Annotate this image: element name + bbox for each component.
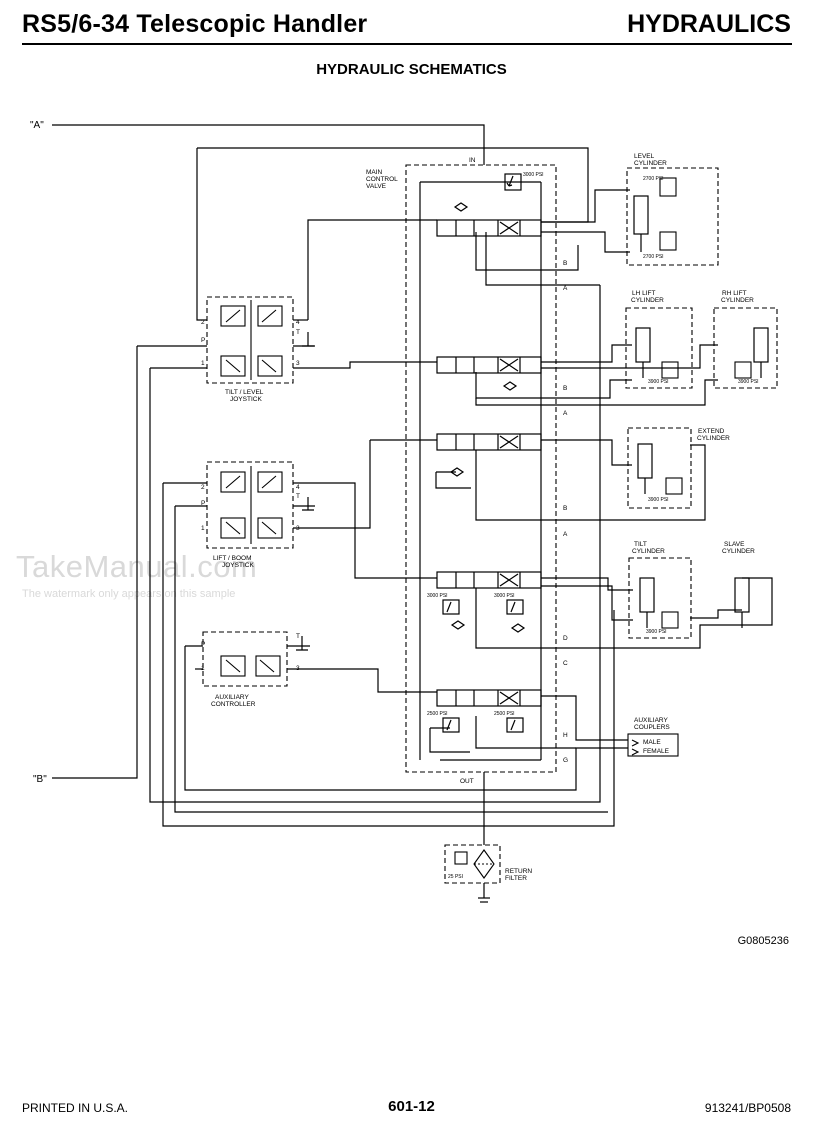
hydraulic-lines (52, 124, 773, 903)
level-valve-label-1: 2700 PSI (643, 176, 664, 182)
page-number: 601-12 (388, 1098, 435, 1115)
section-relief-label-4: 2500 PSI (494, 711, 515, 717)
spool-section-1 (436, 219, 542, 237)
aux-controller-port-3: 3 (296, 665, 300, 672)
rh-lift-label-1: RH LIFT (722, 290, 747, 297)
return-filter-bypass-label: 25 PSI (448, 874, 463, 880)
lh-lift-label-2: CYLINDER (631, 297, 664, 304)
section-relief-label-2: 3000 PSI (494, 593, 515, 599)
aux-controller-label-2: CONTROLLER (211, 701, 256, 708)
tilt-joystick-port-p: P (201, 337, 205, 344)
lift-joystick-port-1: 1 (201, 525, 205, 532)
return-filter-symbol (454, 849, 495, 879)
tilt-joystick-label-2: JOYSTICK (230, 396, 262, 403)
aux-controller-label-1: AUXILIARY (215, 694, 250, 701)
slave-cylinder-label-2: CYLINDER (722, 548, 755, 555)
couplers-label-1: AUXILIARY (634, 717, 669, 724)
port-label-c: C (563, 660, 568, 667)
extend-valve-label: 3900 PSI (648, 497, 669, 503)
port-label-a3: A (563, 531, 568, 538)
lh-lift-label-1: LH LIFT (632, 290, 656, 297)
lh-lift-valve-label: 3900 PSI (648, 379, 669, 385)
auxiliary-coupler-symbols (627, 733, 679, 757)
level-cylinder-label-1: LEVEL (634, 153, 655, 160)
coupler-female-label: FEMALE (643, 748, 670, 755)
main-relief-label: 3000 PSI (523, 172, 544, 178)
couplers-label-2: COUPLERS (634, 724, 670, 731)
section-title: HYDRAULICS (627, 10, 791, 38)
aux-controller-port-1: 1 (201, 665, 205, 672)
page-title: HYDRAULIC SCHEMATICS (316, 61, 507, 78)
footer-printed: PRINTED IN U.S.A. (22, 1101, 129, 1115)
port-label-g: G (563, 757, 568, 764)
main-valve-in-label: IN (469, 157, 476, 164)
port-label-a2: A (563, 410, 568, 417)
rh-lift-valve-label: 3900 PSI (738, 379, 759, 385)
cylinders (633, 195, 769, 628)
tilt-cylinder-label-2: CYLINDER (632, 548, 665, 555)
section-relief-label-1: 3000 PSI (427, 593, 448, 599)
spool-section-2 (436, 356, 542, 374)
tilt-joystick-port-1: 1 (201, 360, 205, 367)
tilt-joystick-port-t: T (296, 329, 300, 336)
spool-section-5 (436, 689, 542, 707)
aux-controller-port-p: P (201, 641, 205, 648)
main-valve-label-3: VALVE (366, 183, 387, 190)
extend-cylinder-label-2: CYLINDER (697, 435, 730, 442)
tilt-joystick-port-4: 4 (296, 319, 300, 326)
main-valve-label-1: MAIN (366, 169, 383, 176)
manual-title: RS5/6-34 Telescopic Handler (22, 10, 368, 38)
section-relief-label-3: 2500 PSI (427, 711, 448, 717)
lift-joystick-label-2: JOYSTICK (222, 562, 254, 569)
lift-joystick-port-2: 2 (201, 484, 205, 491)
schematic-labels: "A" "B" MAIN CONTROL VALVE IN OUT 3000 P… (30, 120, 759, 882)
lift-joystick-port-p: P (201, 500, 205, 507)
pilot-valve-blocks (220, 300, 283, 677)
lift-joystick-port-t: T (296, 493, 300, 500)
return-filter-label-2: FILTER (505, 875, 527, 882)
check-valves (449, 202, 526, 633)
level-cylinder-label-2: CYLINDER (634, 160, 667, 167)
level-valve-label-2: 2700 PSI (643, 254, 664, 260)
lift-joystick-label-1: LIFT / BOOM (213, 555, 252, 562)
port-label-b2: B (563, 385, 567, 392)
document-number: 913241/BP0508 (704, 1101, 791, 1115)
counterbalance-valves (659, 177, 752, 629)
main-valve-out-label: OUT (460, 778, 474, 785)
port-label-a1: A (563, 285, 568, 292)
port-a-label: "A" (30, 120, 44, 131)
spool-section-3 (436, 433, 542, 451)
component-enclosures (202, 164, 778, 884)
port-label-h: H (563, 732, 568, 739)
figure-id: G0805236 (737, 935, 789, 947)
rh-lift-label-2: CYLINDER (721, 297, 754, 304)
port-b-label: "B" (33, 774, 47, 785)
port-label-d: D (563, 635, 568, 642)
tilt-joystick-port-3: 3 (296, 360, 300, 367)
spool-section-4 (436, 571, 542, 589)
header-rule (22, 43, 792, 45)
main-relief-valves (442, 173, 524, 733)
watermark-note: The watermark only appears on this sampl… (22, 588, 236, 600)
tilt-valve-label: 3900 PSI (646, 629, 667, 635)
extend-cylinder-label-1: EXTEND (698, 428, 725, 435)
tilt-cylinder-label-1: TILT (634, 541, 647, 548)
aux-controller-port-t: T (296, 633, 300, 640)
tilt-joystick-label-1: TILT / LEVEL (225, 389, 264, 396)
lift-joystick-port-3: 3 (296, 525, 300, 532)
lift-joystick-port-4: 4 (296, 484, 300, 491)
coupler-male-label: MALE (643, 739, 661, 746)
port-label-b3: B (563, 505, 567, 512)
tilt-joystick-port-2: 2 (201, 319, 205, 326)
main-valve-spools (436, 173, 542, 733)
slave-cylinder-label-1: SLAVE (724, 541, 745, 548)
main-valve-label-2: CONTROL (366, 176, 398, 183)
port-label-b1: B (563, 260, 567, 267)
return-filter-label-1: RETURN (505, 868, 532, 875)
